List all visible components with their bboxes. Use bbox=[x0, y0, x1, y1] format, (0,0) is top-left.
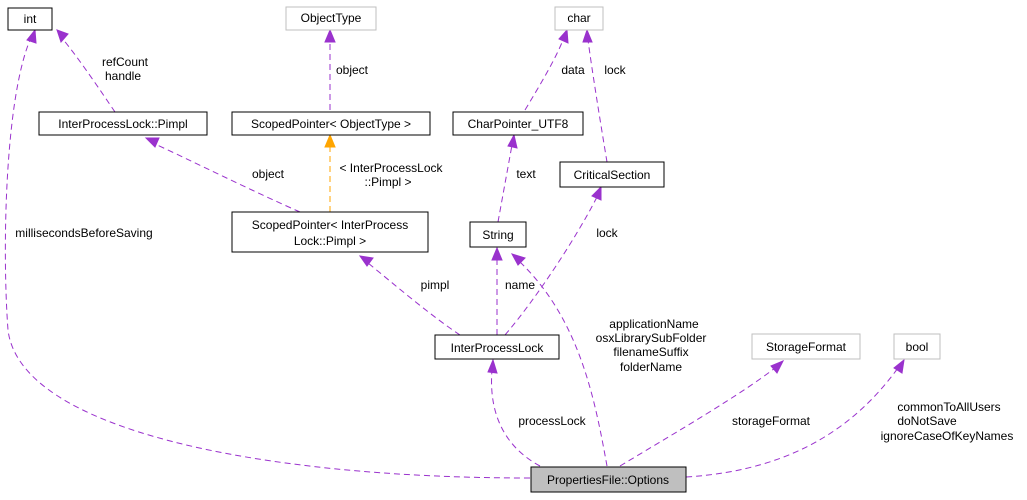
edge-label-folder-name: folderName bbox=[620, 360, 682, 374]
edge-label-refcount: refCount bbox=[102, 55, 149, 69]
node-charpointer-utf8-label: CharPointer_UTF8 bbox=[468, 117, 569, 131]
node-storageformat[interactable]: StorageFormat bbox=[751, 333, 861, 360]
node-scopedpointer-ipl-line1: ScopedPointer< InterProcess bbox=[252, 218, 408, 232]
node-criticalsection-label: CriticalSection bbox=[574, 168, 651, 182]
edge-label-template-line2: ::Pimpl > bbox=[364, 175, 411, 189]
arrowhead-storageformat bbox=[770, 360, 785, 374]
edge-options-to-string bbox=[519, 261, 608, 467]
edge-options-to-ipl bbox=[491, 369, 541, 467]
edge-label-object-top: object bbox=[336, 63, 369, 77]
node-int[interactable]: int bbox=[7, 7, 53, 31]
edge-label-text: text bbox=[516, 167, 536, 181]
arrowhead-char-data bbox=[558, 28, 569, 44]
edges bbox=[4, 28, 905, 479]
node-interprocesslock-label: InterProcessLock bbox=[451, 341, 545, 355]
edge-label-ignore-case: ignoreCaseOfKeyNames bbox=[881, 429, 1014, 443]
edge-label-lock-mid: lock bbox=[596, 226, 618, 240]
edge-label-do-not-save: doNotSave bbox=[897, 414, 957, 428]
edge-options-to-bool bbox=[685, 367, 899, 478]
node-int-label: int bbox=[24, 12, 37, 26]
edge-label-handle: handle bbox=[105, 69, 141, 83]
node-string-label: String bbox=[482, 228, 513, 242]
arrowhead-int-milliseconds bbox=[26, 28, 37, 44]
node-string[interactable]: String bbox=[469, 221, 527, 248]
node-interprocesslock-pimpl[interactable]: InterProcessLock::Pimpl bbox=[38, 111, 208, 136]
node-propertiesfile-options-label: PropertiesFile::Options bbox=[547, 473, 669, 487]
node-interprocesslock[interactable]: InterProcessLock bbox=[434, 334, 560, 360]
node-storageformat-label: StorageFormat bbox=[766, 340, 847, 354]
arrowhead-template bbox=[324, 133, 336, 148]
edge-label-template-line1: < InterProcessLock bbox=[339, 161, 443, 175]
edge-label-filename-suffix: filenameSuffix bbox=[613, 345, 688, 359]
node-char-label: char bbox=[567, 11, 590, 25]
arrowhead-sp-ipl-pimpl bbox=[358, 255, 374, 267]
node-scopedpointer-interprocesslock-pimpl[interactable]: ScopedPointer< InterProcess Lock::Pimpl … bbox=[231, 211, 429, 253]
edge-label-data: data bbox=[561, 63, 585, 77]
node-scopedpointer-objecttype[interactable]: ScopedPointer< ObjectType > bbox=[231, 111, 431, 136]
edge-label-pimpl: pimpl bbox=[421, 278, 450, 292]
edge-sp-ipl-to-pimpl bbox=[154, 143, 301, 213]
arrowhead-ipl-processlock bbox=[487, 358, 498, 374]
edge-criticalsection-to-char bbox=[587, 39, 608, 163]
edge-pimpl-to-int bbox=[61, 37, 116, 113]
edge-options-to-storageformat bbox=[619, 367, 776, 467]
arrowhead-charpointer-text bbox=[507, 133, 518, 149]
edge-string-to-charpointer bbox=[497, 144, 513, 223]
arrowhead-int-refcount bbox=[56, 29, 69, 43]
arrowhead-objecttype bbox=[324, 28, 336, 43]
arrowhead-string-name bbox=[491, 246, 503, 261]
edge-label-storage-format: storageFormat bbox=[732, 414, 811, 428]
node-objecttype[interactable]: ObjectType bbox=[285, 6, 377, 31]
edge-label-common-to-all-users: commonToAllUsers bbox=[897, 400, 1000, 414]
edge-options-to-int bbox=[4, 39, 531, 479]
edge-label-osx-library-subfolder: osxLibrarySubFolder bbox=[596, 331, 707, 345]
arrowhead-char-lock bbox=[582, 28, 593, 43]
arrowhead-bool bbox=[893, 358, 905, 374]
node-scopedpointer-objecttype-label: ScopedPointer< ObjectType > bbox=[251, 117, 411, 131]
node-objecttype-label: ObjectType bbox=[301, 11, 362, 25]
node-criticalsection[interactable]: CriticalSection bbox=[559, 161, 665, 188]
edge-ipl-to-sp-ipl bbox=[367, 262, 461, 336]
node-charpointer-utf8[interactable]: CharPointer_UTF8 bbox=[452, 111, 584, 136]
edge-label-name: name bbox=[505, 278, 535, 292]
arrowhead-criticalsection-lock bbox=[591, 185, 602, 201]
edge-label-object-mid: object bbox=[252, 167, 285, 181]
arrowhead-string-names bbox=[510, 253, 526, 266]
edge-label-application-name: applicationName bbox=[609, 317, 699, 331]
edge-charpointer-to-char bbox=[524, 39, 564, 111]
edge-labels: refCount handle object data lock object … bbox=[15, 55, 1013, 443]
node-scopedpointer-ipl-line2: Lock::Pimpl > bbox=[294, 234, 366, 248]
edge-ipl-to-criticalsection bbox=[504, 196, 598, 336]
node-bool[interactable]: bool bbox=[893, 333, 941, 360]
edge-label-lock-top: lock bbox=[604, 63, 626, 77]
node-interprocesslock-pimpl-label: InterProcessLock::Pimpl bbox=[58, 117, 187, 131]
node-char[interactable]: char bbox=[554, 6, 604, 31]
node-propertiesfile-options[interactable]: PropertiesFile::Options bbox=[530, 466, 687, 493]
node-bool-label: bool bbox=[906, 340, 929, 354]
arrowhead-pimpl-object bbox=[144, 137, 160, 148]
edge-label-milliseconds: millisecondsBeforeSaving bbox=[15, 226, 152, 240]
edge-label-process-lock: processLock bbox=[518, 414, 586, 428]
